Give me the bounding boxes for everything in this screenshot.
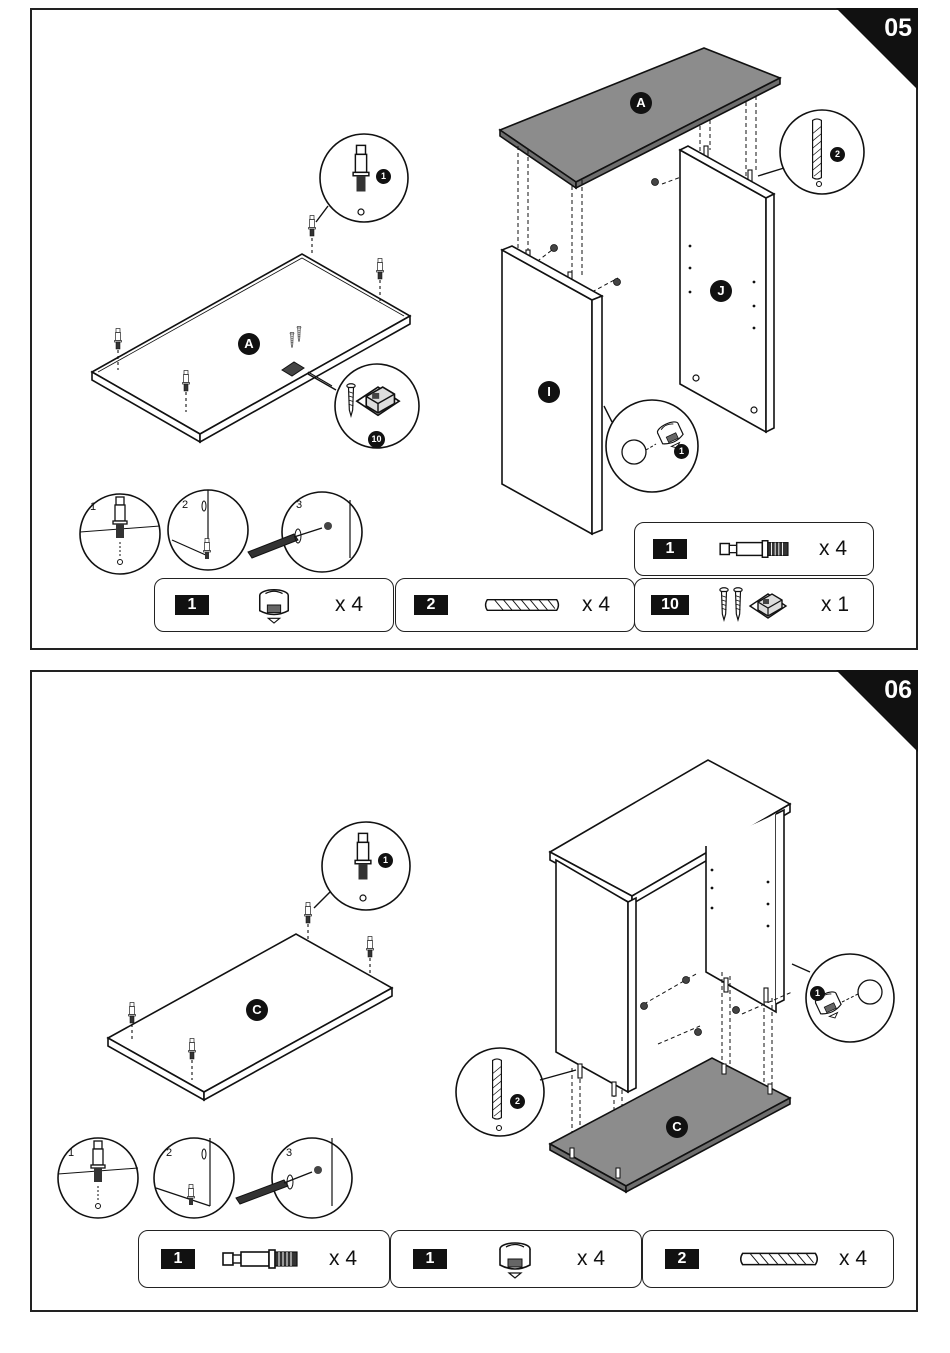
part-id: 2 [665,1249,699,1269]
panel-label-a-flat: A [238,333,260,355]
wood-dowel-icon [737,1250,821,1268]
panel-label-i: I [538,381,560,403]
cam-lock-icon [255,586,293,624]
step-05-panel: 05 A I J A 1 2 1 10 1 2 3 1 x 4 1 x 4 2 … [30,8,918,650]
cabinet-carcass [550,760,790,1092]
part-box-dowel: 2 x 4 [642,1230,894,1288]
part-qty: x 4 [335,593,363,617]
part-box-magnet-catch: 10 x 1 [634,578,874,632]
part-box-cam-lock: 1 x 4 [154,578,394,632]
part-id: 1 [653,539,687,559]
substep-label-2: 2 [166,1147,172,1159]
part-id: 10 [651,595,689,615]
panel-label-a-top: A [630,92,652,114]
cam-bolt-icon [717,538,793,560]
part-id: 1 [175,595,209,615]
cam-bolt-icon [221,1247,301,1271]
callout-magnet-catch [308,364,419,448]
substep-3-06 [236,1138,352,1218]
callout-number-cam-lock: 1 [810,986,825,1001]
step-number: 06 [884,676,912,705]
panel-label-j: J [710,280,732,302]
panel-a-top [500,48,780,188]
part-box-cam-bolt: 1 x 4 [138,1230,390,1288]
cam-lock-icon [495,1239,535,1279]
part-id: 2 [414,595,448,615]
wood-dowel-icon [482,596,562,614]
step-06-illustration [32,672,920,1314]
step-number: 05 [884,14,912,43]
part-qty: x 4 [329,1247,357,1271]
callout-cam-bolt [316,134,408,222]
step-number-badge: 06 [836,670,918,752]
part-qty: x 4 [582,593,610,617]
callout-cam-bolt-06 [314,822,410,910]
part-qty: x 1 [821,593,849,617]
callout-number-magnet-catch: 10 [368,431,385,448]
panel-label-c-flat: C [246,999,268,1021]
screws-magnet-catch-icon [717,586,791,624]
callout-number-cam-bolt: 1 [376,169,391,184]
callout-number-dowel: 2 [510,1094,525,1109]
panel-label-c-bottom: C [666,1116,688,1138]
callout-number-cam-lock: 1 [674,444,689,459]
substep-label-2: 2 [182,499,188,511]
substep-label-3: 3 [286,1147,292,1159]
part-qty: x 4 [577,1247,605,1271]
part-qty: x 4 [819,537,847,561]
part-id: 1 [161,1249,195,1269]
step-06-panel: 06 C C 1 2 1 1 2 3 1 x 4 1 x 4 2 x 4 [30,670,918,1312]
callout-number-dowel: 2 [830,147,845,162]
substep-label-3: 3 [296,499,302,511]
callout-cam-lock-06 [792,954,894,1042]
callout-dowel-06 [456,1048,576,1136]
callout-number-cam-bolt: 1 [378,853,393,868]
substep-label-1: 1 [68,1147,74,1159]
part-box-cam-lock: 1 x 4 [390,1230,642,1288]
substep-2-05 [168,490,248,570]
substep-3-05 [248,492,362,572]
part-box-cam-bolt: 1 x 4 [634,522,874,576]
part-id: 1 [413,1249,447,1269]
substep-label-1: 1 [90,501,96,513]
part-qty: x 4 [839,1247,867,1271]
callout-dowel [758,110,864,194]
part-box-dowel: 2 x 4 [395,578,635,632]
step-number-badge: 05 [836,8,918,90]
